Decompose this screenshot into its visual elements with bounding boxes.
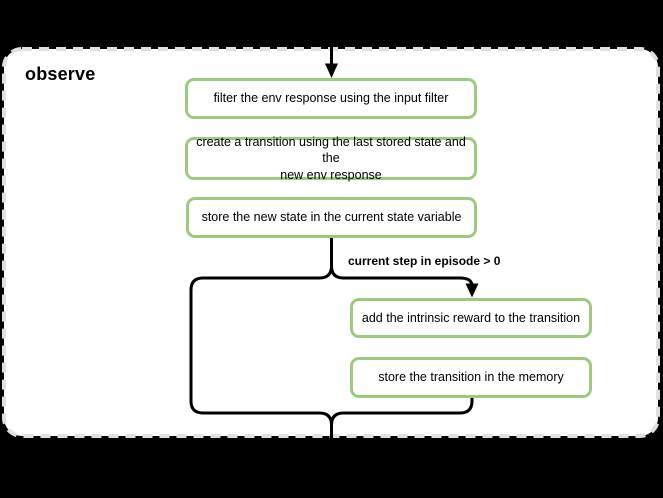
- connector-merge: [330, 397, 474, 426]
- connector-condition-branch: [330, 265, 474, 287]
- arrowhead-down-icon: [325, 63, 338, 78]
- node-store-new-state: store the new state in the current state…: [186, 197, 477, 238]
- node-filter-env-response: filter the env response using the input …: [185, 78, 477, 119]
- condition-label: current step in episode > 0: [348, 254, 501, 268]
- connector-else-branch: [189, 265, 333, 468]
- group-label-observe: observe: [25, 64, 96, 84]
- arrowhead-down-icon: [465, 283, 479, 298]
- node-create-transition: create a transition using the last store…: [185, 135, 477, 182]
- node-store-transition: store the transition in the memory: [350, 357, 592, 398]
- node-add-intrinsic-reward: add the intrinsic reward to the transiti…: [350, 298, 592, 338]
